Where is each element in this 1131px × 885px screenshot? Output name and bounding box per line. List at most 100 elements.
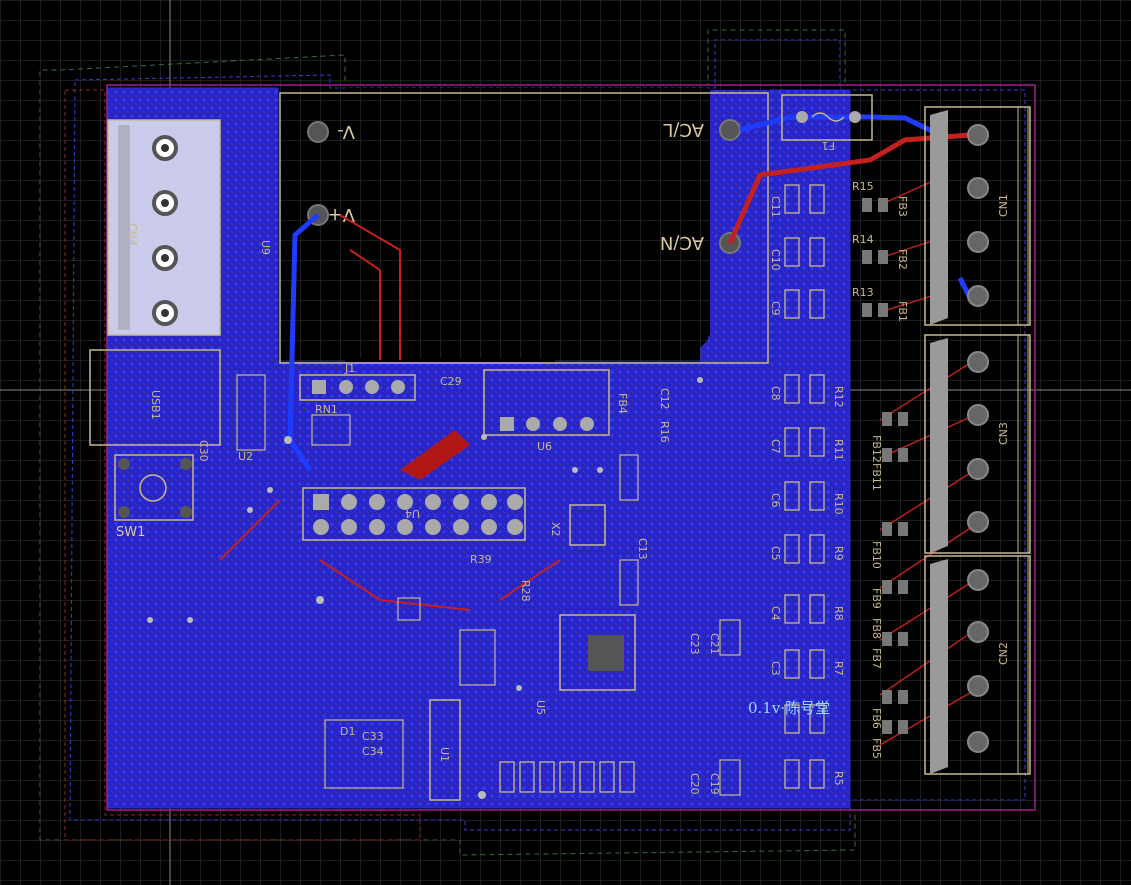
vias xyxy=(147,377,703,799)
u4-outline xyxy=(302,487,526,541)
label-fb12: FB12 xyxy=(870,435,883,463)
label-fb4: FB4 xyxy=(616,393,629,414)
label-fb2: FB2 xyxy=(896,249,909,270)
label-r5: R5 xyxy=(832,771,845,786)
version-label: 0.1v·陈号堂 xyxy=(748,699,830,717)
label-c19: C19 xyxy=(708,773,721,795)
label-r7: R7 xyxy=(832,661,845,676)
label-sw1: SW1 xyxy=(116,525,145,540)
sw1-pad-3 xyxy=(118,506,130,518)
label-fb6: FB6 xyxy=(870,708,883,729)
label-c29: C29 xyxy=(440,375,462,388)
label-fb3: FB3 xyxy=(896,196,909,217)
cn1-connector xyxy=(924,106,1031,326)
fb-beads xyxy=(862,198,908,734)
label-fb8: FB8 xyxy=(870,618,883,639)
u6-pins[interactable] xyxy=(500,417,594,431)
label-c7: C7 xyxy=(769,439,782,454)
label-fb5: FB5 xyxy=(870,738,883,759)
x2-outline xyxy=(569,504,606,546)
label-c30: C30 xyxy=(197,440,210,462)
label-c12: C12 xyxy=(658,388,671,410)
label-u9: U9 xyxy=(259,240,272,255)
f1-pad-1[interactable] xyxy=(796,111,808,123)
cn2-connector xyxy=(924,555,1031,775)
label-cn1: CN1 xyxy=(997,194,1010,217)
cutout-grid xyxy=(345,88,708,358)
label-c21: C21 xyxy=(708,633,721,655)
label-c23: C23 xyxy=(688,633,701,655)
label-r16: R16 xyxy=(658,421,671,443)
f1-outline xyxy=(781,94,873,141)
f1-symbol xyxy=(811,112,845,122)
sw1-outline xyxy=(114,454,194,521)
cn2-pins[interactable] xyxy=(967,569,989,753)
sw1-button[interactable] xyxy=(139,474,167,502)
label-c10: C10 xyxy=(769,249,782,271)
trace-v-plus xyxy=(287,213,320,472)
f1-pad-2[interactable] xyxy=(849,111,861,123)
label-u4: U4 xyxy=(405,507,420,520)
label-r13: R13 xyxy=(852,286,874,299)
label-c34: C34 xyxy=(362,745,384,758)
label-fb9: FB9 xyxy=(870,588,883,609)
sw1-pad-4 xyxy=(180,506,192,518)
label-f1: F1 xyxy=(822,139,835,152)
label-cn4: CN4 xyxy=(126,223,139,246)
cn3-pins[interactable] xyxy=(967,351,989,533)
u6-outline xyxy=(483,369,610,436)
traces-misc xyxy=(219,499,561,611)
label-r14: R14 xyxy=(852,233,874,246)
smd-row-bottom xyxy=(499,761,635,793)
copper-top-region xyxy=(400,430,470,480)
pin-ac-l[interactable] xyxy=(719,119,741,141)
label-usb1: USB1 xyxy=(149,390,162,420)
u5-thermal-pad xyxy=(588,635,624,671)
label-rn1: RN1 xyxy=(315,403,338,416)
label-u6: U6 xyxy=(537,440,552,453)
pin-v-minus[interactable] xyxy=(307,121,329,143)
u4-pins[interactable] xyxy=(313,494,523,535)
label-fb10: FB10 xyxy=(870,541,883,569)
label-ac-l: AC/L xyxy=(663,119,704,140)
label-c6: C6 xyxy=(769,493,782,508)
label-r11: R11 xyxy=(832,439,845,461)
cn4-pins[interactable] xyxy=(152,135,178,326)
usb1-outline xyxy=(89,349,221,446)
label-r15: R15 xyxy=(852,180,874,193)
sw1-pad-1 xyxy=(118,458,130,470)
label-cn3: CN3 xyxy=(997,422,1010,445)
label-r39: R39 xyxy=(470,553,492,566)
label-x2: X2 xyxy=(549,522,562,537)
trace-ac-l xyxy=(739,114,942,138)
label-c9: C9 xyxy=(769,301,782,316)
label-c33: C33 xyxy=(362,730,384,743)
j1-pins[interactable] xyxy=(312,380,405,394)
cn4-outline xyxy=(107,119,221,336)
u1-outline xyxy=(429,699,461,801)
misc-footprints xyxy=(236,374,741,796)
label-c11: C11 xyxy=(769,196,782,218)
cn1-pins[interactable] xyxy=(967,124,989,307)
label-u1: U1 xyxy=(438,747,451,762)
trace-red-1 xyxy=(339,214,401,360)
label-r9: R9 xyxy=(832,546,845,561)
label-u2: U2 xyxy=(238,450,253,463)
label-r12: R12 xyxy=(832,386,845,408)
label-c3: C3 xyxy=(769,661,782,676)
power-module-outline xyxy=(279,92,769,364)
copper-pour-right xyxy=(555,90,770,362)
label-c5: C5 xyxy=(769,546,782,561)
label-j1: J1 xyxy=(344,362,355,375)
trace-red-2 xyxy=(349,249,381,360)
label-fb7: FB7 xyxy=(870,648,883,669)
label-r8: R8 xyxy=(832,606,845,621)
label-d1: D1 xyxy=(340,725,355,738)
label-fb11: FB11 xyxy=(870,463,883,491)
cn4-latch xyxy=(118,125,130,330)
label-ac-n: AC/N xyxy=(660,232,704,253)
label-cn2: CN2 xyxy=(997,642,1010,665)
u5-outline xyxy=(559,614,636,691)
